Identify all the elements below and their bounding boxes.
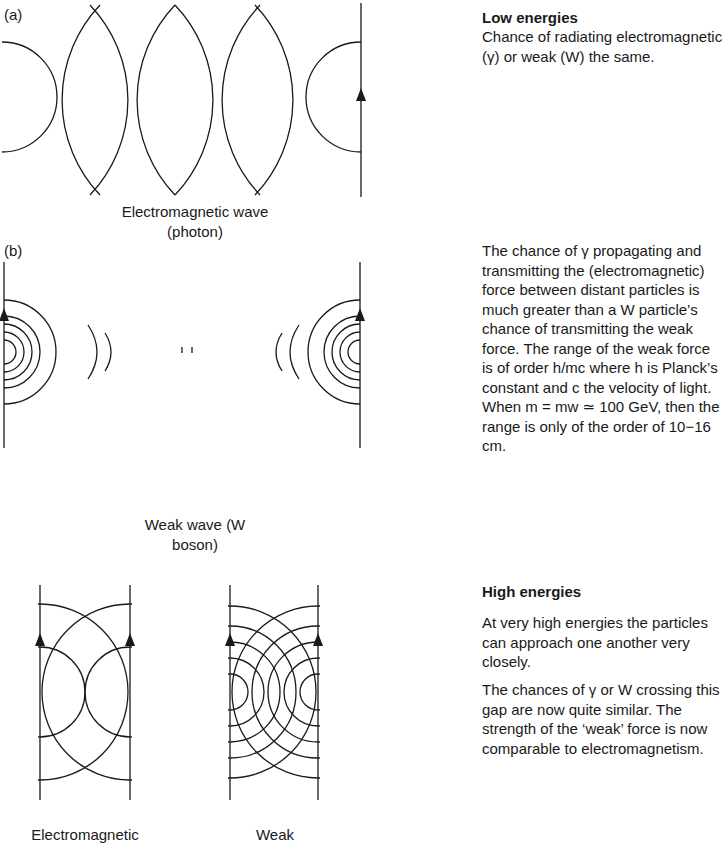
figure-caption: Weak <box>215 825 335 845</box>
wavefront <box>222 5 260 195</box>
wavefront <box>228 674 248 710</box>
wavefront <box>4 316 40 388</box>
wavefront <box>105 333 111 371</box>
wavefront <box>324 316 360 388</box>
photon-wave <box>2 3 361 197</box>
wavefront <box>276 333 282 371</box>
particle-track <box>39 585 40 800</box>
wavefront <box>284 658 320 726</box>
arrowhead <box>356 88 366 101</box>
arrowhead <box>225 633 235 646</box>
weak-close-approach <box>144 585 404 800</box>
wavefront <box>228 606 316 778</box>
wavefront <box>228 658 264 726</box>
wavefront <box>340 332 360 372</box>
panel-label: (a) <box>4 5 44 25</box>
wavefront <box>332 324 360 380</box>
note-text: The chance of γ propagating and transmit… <box>482 241 724 456</box>
w-boson-wave <box>4 262 360 448</box>
wavefront <box>4 300 56 404</box>
panel-label: (b) <box>4 241 44 261</box>
wavefront <box>300 674 320 710</box>
particle-track <box>3 262 4 448</box>
figure-caption: Electromagnetic wave (photon) <box>111 202 279 241</box>
wavefront <box>137 5 175 195</box>
ellipsis-mark <box>191 347 192 353</box>
note-text: At very high energies the particles can … <box>482 613 724 672</box>
wavefront <box>348 340 360 364</box>
wavefront <box>90 5 128 195</box>
wavefront <box>306 42 361 152</box>
section-heading: Low energies <box>482 8 724 28</box>
wavefronts <box>38 604 132 780</box>
wavefront <box>228 642 280 742</box>
arrowhead <box>35 633 45 646</box>
wavefront <box>290 325 299 379</box>
ellipsis-mark <box>181 347 182 353</box>
wavefront <box>42 604 132 780</box>
figure-caption: Weak wave (W boson) <box>140 515 250 554</box>
wavefront <box>88 325 97 379</box>
wavefront <box>232 606 320 778</box>
arrowhead <box>0 308 9 321</box>
wavefront <box>4 324 32 380</box>
section-heading: High energies <box>482 582 724 602</box>
wavefront <box>252 626 320 758</box>
particle-track <box>359 262 360 448</box>
wavefront <box>85 647 132 737</box>
wavefront <box>38 647 85 737</box>
note-text: The chances of γ or W crossing this gap … <box>482 680 724 758</box>
wavefront <box>4 340 16 364</box>
wavefront <box>255 5 293 195</box>
particle-track <box>317 585 318 800</box>
note-text: Chance of radiating electromagnetic (γ) … <box>482 27 724 66</box>
arrowhead <box>125 633 135 646</box>
wavefront <box>38 604 128 780</box>
wavefront <box>62 5 100 195</box>
figure-caption: Electromagnetic <box>5 825 165 845</box>
wavefront <box>175 5 213 195</box>
wavefronts <box>228 606 320 778</box>
wavefront <box>2 42 57 152</box>
wavefront <box>268 642 320 742</box>
arrowhead <box>355 308 365 321</box>
particle-track <box>229 585 230 800</box>
particle-track <box>129 585 130 800</box>
wavefront <box>308 300 360 404</box>
arrowhead <box>313 633 323 646</box>
em-close-approach <box>0 585 218 800</box>
wavefront <box>228 626 296 758</box>
wavefront <box>4 332 24 372</box>
